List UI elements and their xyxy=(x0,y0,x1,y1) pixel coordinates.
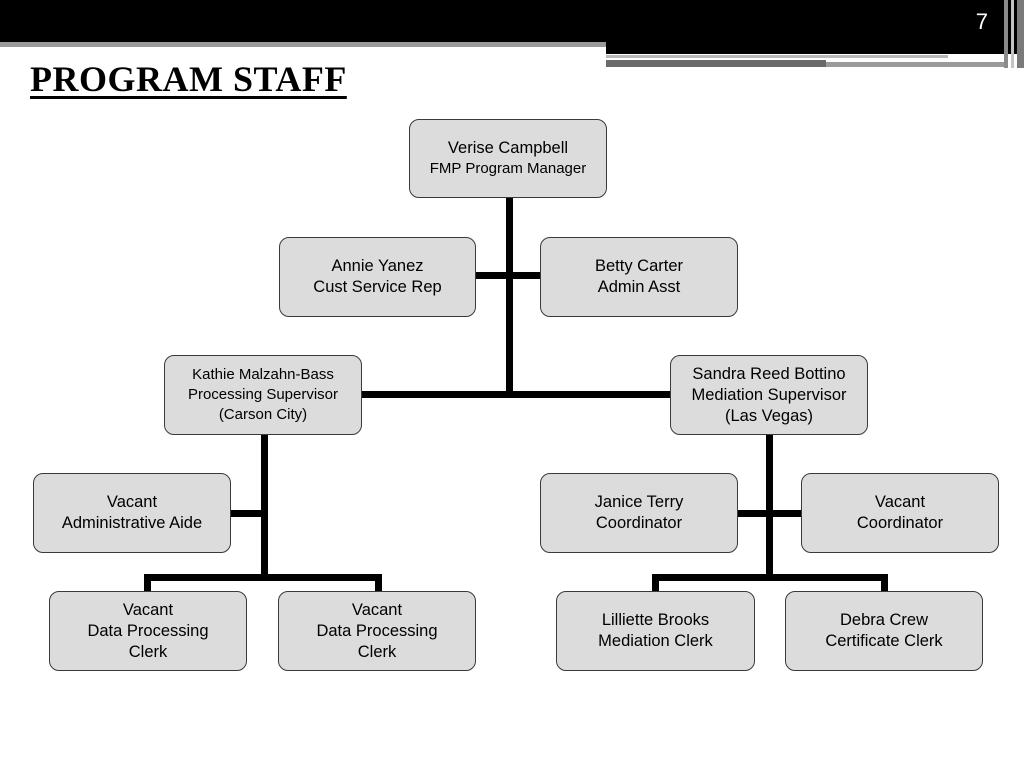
node-role: Mediation Supervisor xyxy=(691,385,847,404)
node-role: Data Processing xyxy=(316,621,438,640)
node-role: FMP Program Manager xyxy=(429,160,587,177)
header-stripe xyxy=(606,60,826,67)
node-role: Coordinator xyxy=(856,514,944,532)
header-bar xyxy=(0,0,1024,42)
header-stripe xyxy=(606,42,1024,54)
node-name: Betty Carter xyxy=(594,257,684,275)
node-role: Clerk xyxy=(357,642,397,661)
node-name: Debra Crew xyxy=(839,611,929,629)
node-name: Lilliette Brooks xyxy=(601,611,710,629)
org-node-admin-asst: Betty Carter Admin Asst xyxy=(540,237,738,317)
node-role: Cust Service Rep xyxy=(313,278,442,296)
node-name: Vacant xyxy=(874,493,926,511)
org-node-processing-supervisor: Kathie Malzahn-Bass Processing Superviso… xyxy=(164,355,362,435)
org-node-administrative-aide: Vacant Administrative Aide xyxy=(33,473,231,553)
header-stripe xyxy=(1011,0,1014,68)
org-node-cust-service-rep: Annie Yanez Cust Service Rep xyxy=(279,237,476,317)
org-node-certificate-clerk: Debra Crew Certificate Clerk xyxy=(785,591,983,671)
node-name: Vacant xyxy=(106,493,158,511)
node-role: Clerk xyxy=(128,642,168,661)
node-name: Sandra Reed Bottino xyxy=(692,364,846,383)
node-location: (Las Vegas) xyxy=(724,406,814,425)
node-role: Data Processing xyxy=(87,621,209,640)
node-name: Vacant xyxy=(122,600,174,619)
header-stripe xyxy=(0,42,606,47)
org-node-coordinator-vacant: Vacant Coordinator xyxy=(801,473,999,553)
org-node-mediation-clerk: Lilliette Brooks Mediation Clerk xyxy=(556,591,755,671)
org-node-program-manager: Verise Campbell FMP Program Manager xyxy=(409,119,607,198)
node-name: Janice Terry xyxy=(594,493,684,511)
node-role: Certificate Clerk xyxy=(825,632,943,650)
node-role: Administrative Aide xyxy=(61,514,203,532)
header-stripe xyxy=(1004,0,1008,68)
header-stripe xyxy=(1017,0,1024,68)
node-name: Kathie Malzahn-Bass xyxy=(192,366,334,383)
org-node-coordinator-janice: Janice Terry Coordinator xyxy=(540,473,738,553)
node-name: Verise Campbell xyxy=(447,139,569,157)
page-title: PROGRAM STAFF xyxy=(30,59,347,99)
node-role: Mediation Clerk xyxy=(598,632,713,650)
node-name: Vacant xyxy=(351,600,403,619)
node-role: Admin Asst xyxy=(597,278,681,296)
slide-number: 7 xyxy=(975,9,988,34)
org-node-data-processing-clerk: Vacant Data Processing Clerk xyxy=(49,591,247,671)
header-stripe xyxy=(606,55,948,58)
node-location: (Carson City) xyxy=(218,406,308,423)
node-role: Processing Supervisor xyxy=(187,386,339,403)
node-name: Annie Yanez xyxy=(331,257,424,275)
org-node-mediation-supervisor: Sandra Reed Bottino Mediation Supervisor… xyxy=(670,355,868,435)
header-stripe xyxy=(826,62,1004,67)
node-role: Coordinator xyxy=(595,514,683,532)
org-node-data-processing-clerk: Vacant Data Processing Clerk xyxy=(278,591,476,671)
